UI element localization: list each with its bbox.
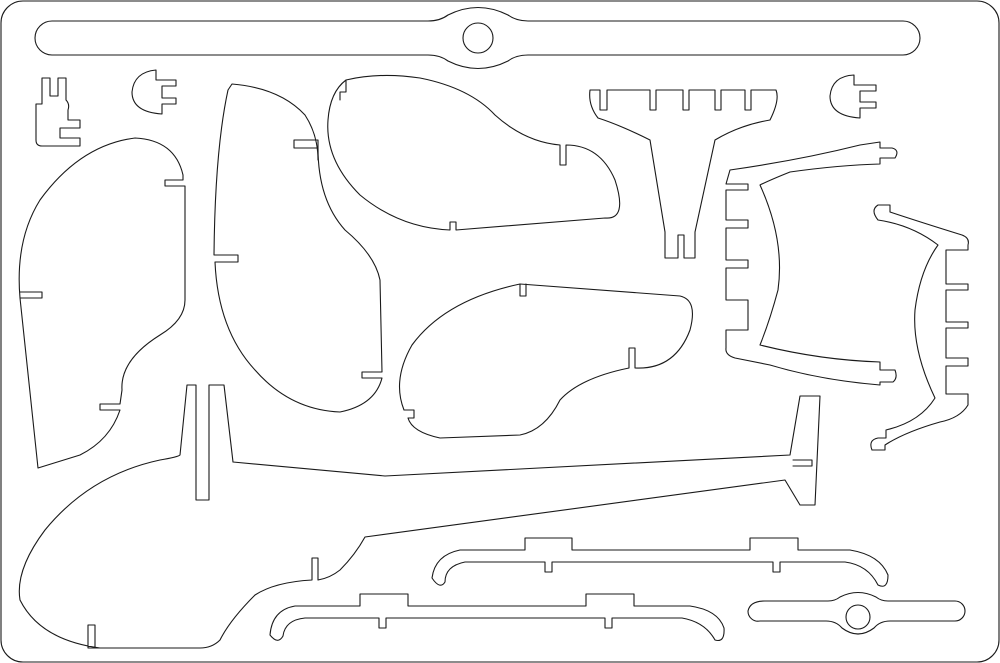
cross-frame-piece-1	[725, 141, 898, 386]
tail-boom-body	[18, 384, 821, 649]
small-bracket-piece	[35, 77, 81, 147]
fuselage-side-center	[213, 83, 383, 413]
main-rotor-hub-hole	[462, 22, 494, 54]
canopy-lower	[399, 283, 693, 439]
landing-skid-lower	[269, 593, 725, 642]
half-disc-clip-right	[829, 74, 877, 119]
fuselage-side-left	[18, 137, 186, 469]
tail-rotor-blade	[747, 591, 966, 635]
canopy-upper	[327, 74, 621, 231]
landing-skid-upper	[431, 537, 889, 587]
main-rotor-blade	[34, 7, 921, 69]
half-disc-clip-left	[131, 69, 177, 115]
tail-rotor-hub-hole	[845, 604, 871, 630]
cross-frame-piece-2	[870, 204, 969, 451]
comb-frame-piece	[589, 89, 778, 259]
